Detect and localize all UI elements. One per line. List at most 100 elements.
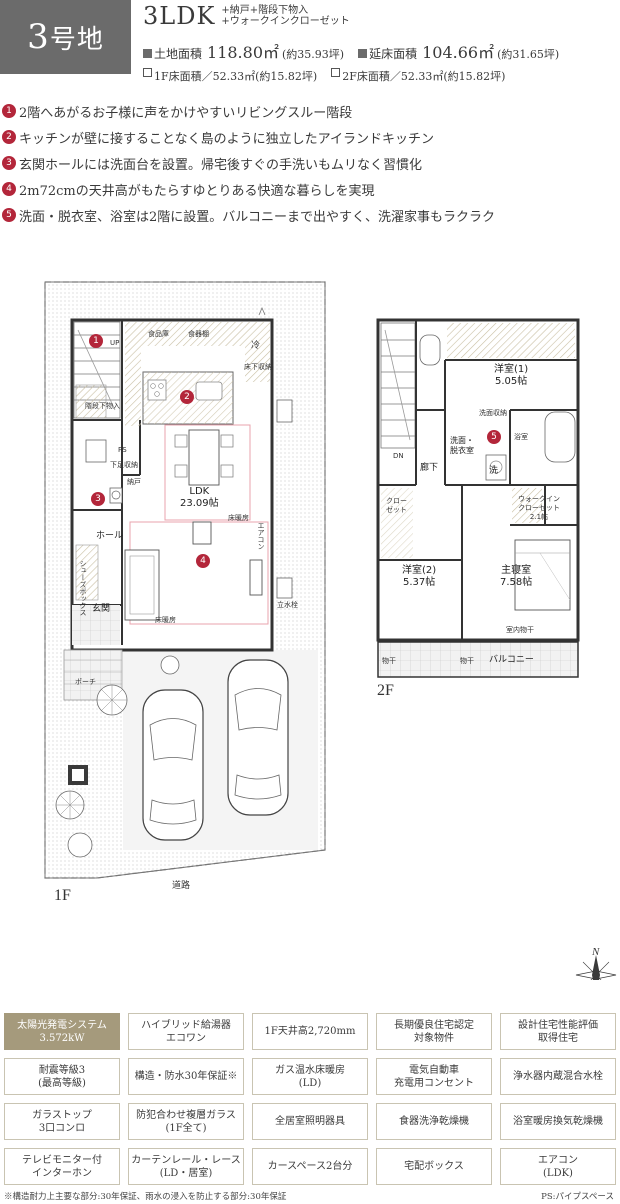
storage-label: 納戸	[127, 478, 141, 486]
ldk-size: 23.09帖	[180, 498, 219, 509]
land-area-tsubo: (約35.93坪)	[282, 48, 345, 61]
area-row: 土地面積 118.80㎡ (約35.93坪) 延床面積 104.66㎡ (約31…	[143, 39, 613, 63]
hanger-label-1: 物干	[382, 657, 396, 665]
equipment-cell: 構造・防水30年保証※	[128, 1058, 244, 1095]
room1: 洋室(1) 5.05帖	[494, 364, 528, 388]
floor-heating-label-2: 床暖房	[155, 616, 176, 624]
equipment-cell: 耐震等級3(最高等級)	[4, 1058, 120, 1095]
shoe-cabinet-label: シューズボックス	[79, 560, 87, 616]
closet-label: クロー	[386, 497, 407, 505]
marker-2-icon: 2	[180, 390, 194, 404]
floor-area-row: 1F床面積／52.33㎡(約15.82坪) 2F床面積／52.33㎡(約15.8…	[143, 68, 613, 84]
number-badge-icon: 1	[2, 104, 16, 118]
compass-icon	[575, 955, 617, 980]
corridor-label: 廊下	[420, 463, 439, 473]
dryer-label: 室内物干	[506, 626, 534, 634]
equipment-cell: エアコン(LDK)	[500, 1148, 616, 1185]
feature-text: 2m72cmの天井高がもたらすゆとりある快適な暮らしを実現	[19, 183, 375, 199]
faucet-label: 立水栓	[277, 601, 298, 609]
equipment-cell: テレビモニター付インターホン	[4, 1148, 120, 1185]
balcony-label: バルコニー	[489, 655, 534, 665]
floor1-area: 1F床面積／52.33㎡(約15.82坪)	[154, 70, 318, 83]
equipment-cell: 電気自動車充電用コンセント	[376, 1058, 492, 1095]
road-label: 道路	[172, 881, 191, 891]
floor2-area: 2F床面積／52.33㎡(約15.82坪)	[342, 70, 506, 83]
room2-size: 5.37帖	[402, 577, 436, 588]
room2: 洋室(2) 5.37帖	[402, 565, 436, 589]
dn-label: DN	[393, 452, 404, 460]
land-area-value: 118.80㎡	[207, 43, 280, 62]
marker-1-icon: 1	[89, 334, 103, 348]
marker-3-icon: 3	[91, 492, 105, 506]
ps-label: PS	[118, 446, 127, 454]
header: 3LDK +納戸+階段下物入 +ウォークインクローゼット 土地面積 118.80…	[143, 3, 613, 84]
equipment-cell: 防犯合わせ複層ガラス(1F全て)	[128, 1103, 244, 1140]
box-marker-icon	[331, 68, 341, 77]
up-label: UP	[110, 339, 120, 347]
lot-suffix: 号地	[49, 24, 104, 55]
room2-label: 洋室(2)	[402, 565, 437, 576]
wic-label-2: クローゼット	[518, 504, 560, 512]
box-marker-icon	[143, 68, 152, 77]
wic-size: 2.1帖	[529, 513, 549, 521]
layout-type: 3LDK	[143, 2, 216, 30]
master-label: 主寝室	[501, 565, 532, 576]
feature-text: 2階へあがるお子様に声をかけやすいリビングスルー階段	[19, 105, 353, 121]
equipment-cell: ハイブリッド給湯器エコワン	[128, 1013, 244, 1050]
master-size: 7.58帖	[500, 577, 533, 588]
washstand-label: 洗面収納	[479, 409, 507, 417]
equipment-cell: カースペース2台分	[252, 1148, 368, 1185]
lot-number-badge: 3 号地	[0, 0, 131, 74]
ldk-label: LDK	[189, 486, 210, 497]
layout-extra-line1: +納戸+階段下物入	[221, 5, 309, 16]
square-marker-icon	[143, 49, 152, 58]
aircon-label: エアコン	[257, 522, 265, 550]
pantry-label: 食品庫	[148, 330, 169, 338]
floor-area-label: 延床面積	[369, 47, 418, 61]
lot-number: 3	[27, 17, 50, 57]
room1-label: 洋室(1)	[494, 364, 529, 375]
washroom: 洗面・ 脱衣室	[450, 436, 474, 456]
equipment-cell: 宅配ボックス	[376, 1148, 492, 1185]
hall-label: ホール	[96, 531, 124, 541]
coat-label: 下足収納	[110, 461, 138, 469]
washer-label: 洗	[489, 466, 499, 476]
floor-plan-drawing	[44, 281, 617, 980]
marker-4-icon: 4	[196, 554, 210, 568]
feature-text: 洗面・脱衣室、浴室は2階に設置。バルコニーまで出やすく、洗濯家事もラクラク	[19, 209, 496, 225]
wic: ウォークイン クローゼット 2.1帖	[518, 495, 560, 522]
equipment-cell: 浴室暖房換気乾燥機	[500, 1103, 616, 1140]
floor-area-tsubo: (約31.65坪)	[497, 48, 560, 61]
number-badge-icon: 2	[2, 130, 16, 144]
floor2-label: 2F	[377, 682, 394, 699]
washroom-label: 洗面・	[450, 436, 474, 445]
floor1-site	[44, 281, 326, 879]
layout-extra: +納戸+階段下物入 +ウォークインクローゼット	[221, 5, 349, 27]
number-badge-icon: 3	[2, 156, 16, 170]
equipment-cell: カーテンレール・レース(LD・居室)	[128, 1148, 244, 1185]
master-bedroom: 主寝室 7.58帖	[500, 565, 532, 589]
number-badge-icon: 4	[2, 182, 16, 196]
number-badge-icon: 5	[2, 208, 16, 222]
ps-note: PS:パイプスペース	[541, 1192, 614, 1202]
footnote: ※構造耐力上主要な部分:30年保証、雨水の浸入を防止する部分:30年保証	[4, 1192, 287, 1202]
floor-storage-label: 床下収納	[244, 363, 272, 371]
equipment-cell: 1F天井高2,720mm	[252, 1013, 368, 1050]
equipment-cell: 食器洗浄乾燥機	[376, 1103, 492, 1140]
hanger-label-2: 物干	[460, 657, 474, 665]
floor-area-value: 104.66㎡	[422, 43, 495, 62]
closet: クロー ゼット	[386, 497, 407, 515]
compass-north-label: N	[592, 946, 600, 958]
floor-heating-label: 床暖房	[228, 514, 249, 522]
entrance-label: 玄関	[92, 604, 111, 614]
equipment-cell: 長期優良住宅認定対象物件	[376, 1013, 492, 1050]
washroom-label-2: 脱衣室	[450, 446, 474, 455]
feature-text: 玄関ホールには洗面台を設置。帰宅後すぐの手洗いもムリなく習慣化	[19, 157, 423, 173]
